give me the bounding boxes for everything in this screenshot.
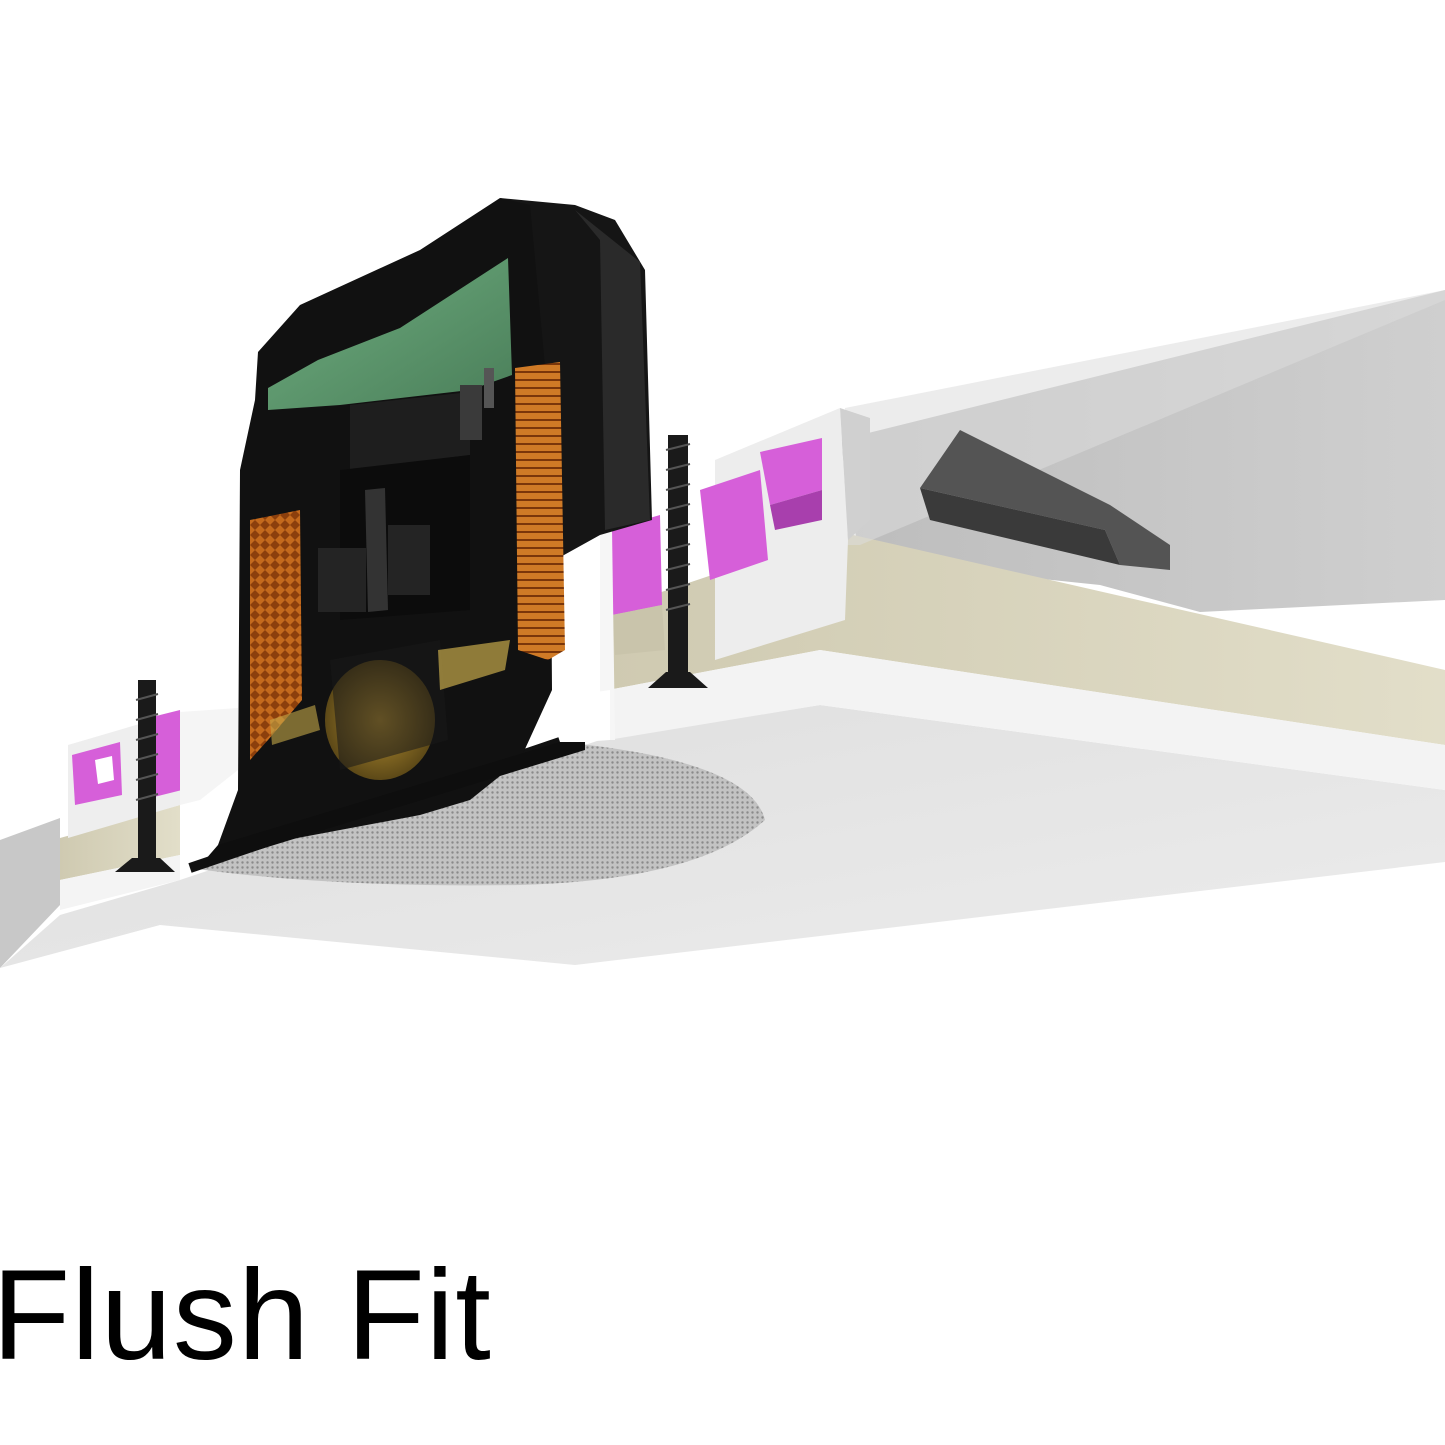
screw-right [648, 435, 708, 688]
ceiling-left-strip [0, 818, 60, 968]
speaker-enclosure [205, 198, 652, 860]
green-chamber [268, 258, 512, 410]
speaker-flange [205, 742, 585, 860]
joist-block-side [920, 488, 1120, 565]
diagram-caption: Flush Fit [0, 1244, 492, 1387]
right-mounting-bracket [540, 408, 870, 745]
acoustic-foam-right [515, 362, 565, 660]
drywall-edge-right [608, 650, 1445, 790]
acoustic-foam-left [250, 510, 302, 760]
pink-gasket-right [700, 470, 768, 580]
joist-block [920, 430, 1170, 570]
screw-left [115, 680, 175, 872]
